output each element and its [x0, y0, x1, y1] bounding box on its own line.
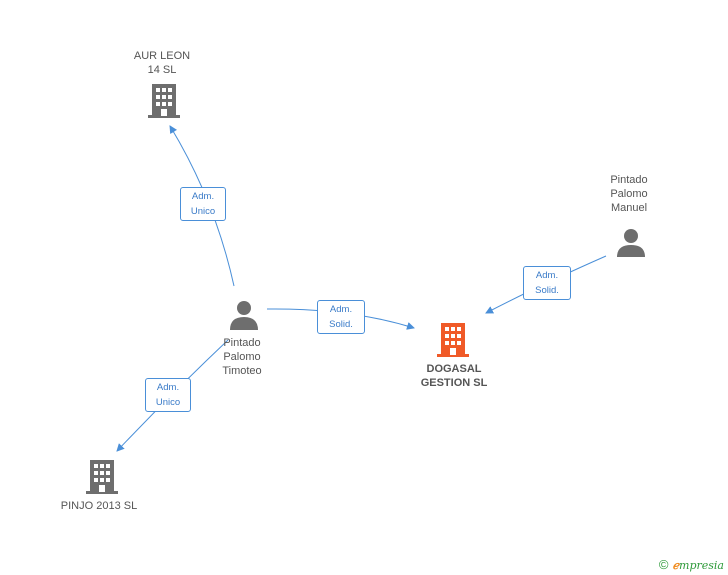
person-icon[interactable] — [229, 300, 259, 330]
building-icon[interactable] — [86, 460, 118, 494]
person-icon[interactable] — [616, 229, 646, 257]
empresia-brand: ©ℯmpresia — [659, 557, 724, 572]
brand-name: mpresia — [679, 559, 724, 572]
company-label-aur-leon[interactable]: AUR LEON 14 SL — [133, 50, 191, 76]
company-label-dogasal[interactable]: DOGASAL GESTION SL — [420, 363, 488, 389]
relation-badge-timoteo-aur-leon[interactable]: Adm. Unico — [180, 187, 226, 221]
company-label-pinjo[interactable]: PINJO 2013 SL — [60, 500, 138, 512]
person-label-manuel[interactable]: Pintado Palomo Manuel — [610, 174, 648, 214]
relation-badge-timoteo-pinjo[interactable]: Adm. Unico — [145, 378, 191, 412]
relation-badge-timoteo-dogasal[interactable]: Adm. Solid. — [317, 300, 365, 334]
relation-badge-manuel-dogasal[interactable]: Adm. Solid. — [523, 266, 571, 300]
building-icon[interactable] — [437, 323, 469, 357]
building-icon[interactable] — [148, 84, 180, 118]
person-label-timoteo[interactable]: Pintado Palomo Timoteo — [222, 337, 262, 377]
copyright-icon: © — [658, 557, 669, 572]
brand-logo-e: ℯ — [672, 559, 680, 572]
